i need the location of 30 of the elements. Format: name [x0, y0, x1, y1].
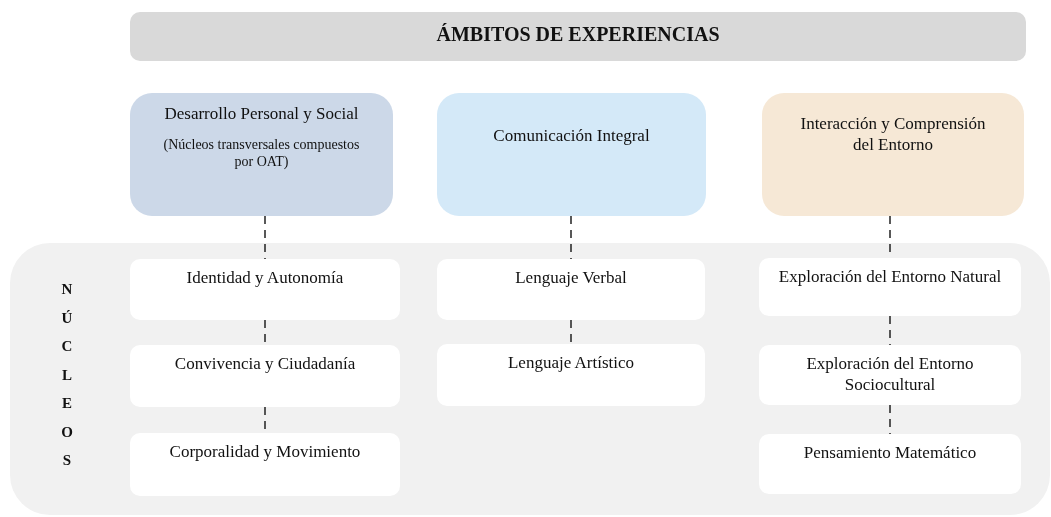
vertical-label: NÚCLEOS — [60, 280, 74, 470]
core-box — [759, 345, 1021, 405]
core-box — [130, 345, 400, 407]
node-label: Comunicación Integral — [492, 125, 651, 146]
node-label: Convivencia y Ciudadanía — [173, 353, 357, 374]
domain-box — [762, 93, 1024, 216]
node-label: Pensamiento Matemático — [802, 442, 978, 463]
node-label: Desarrollo Personal y Social — [163, 103, 360, 124]
core-box — [130, 259, 400, 320]
connector-line — [889, 315, 891, 346]
core-box — [759, 434, 1021, 494]
cores-panel — [10, 243, 1050, 515]
connector-line — [570, 319, 572, 345]
domain-box — [437, 93, 706, 216]
connector-line — [889, 404, 891, 435]
node-label: Exploración del Entorno Sociocultural — [805, 353, 975, 395]
core-box — [759, 258, 1021, 316]
heading-band — [130, 12, 1026, 61]
node-label: Interacción y Comprensión del Entorno — [799, 113, 987, 155]
core-box — [437, 259, 705, 320]
node-label: Corporalidad y Movimiento — [168, 441, 362, 462]
node-label: Exploración del Entorno Natural — [777, 266, 1003, 287]
node-label: Lenguaje Verbal — [514, 267, 628, 288]
connector-line — [570, 215, 572, 260]
node-label: Identidad y Autonomía — [185, 267, 345, 288]
note-text: (Núcleos transversales compuestos por OAT) — [162, 136, 361, 170]
connector-line — [264, 215, 266, 260]
domain-box — [130, 93, 393, 216]
node-label: Lenguaje Artístico — [506, 352, 636, 373]
heading: ÁMBITOS DE EXPERIENCIAS — [435, 24, 721, 45]
